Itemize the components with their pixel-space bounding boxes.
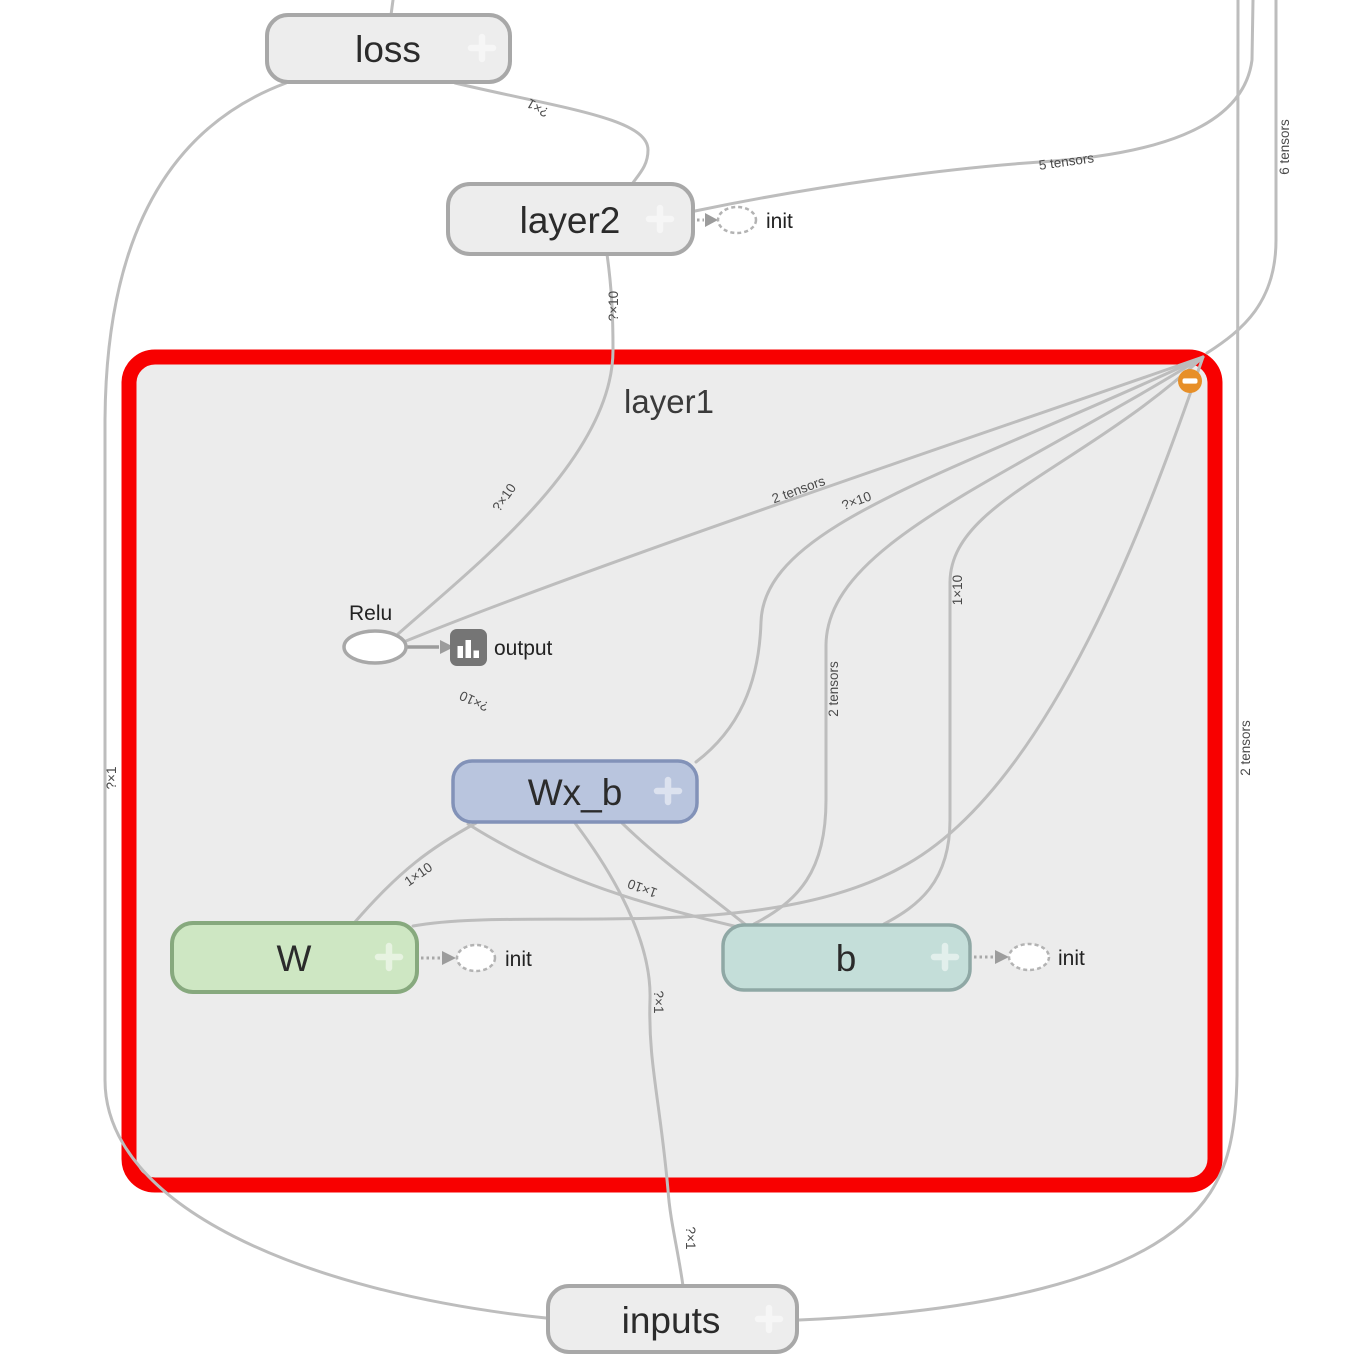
edge-label-6tensors: 6 tensors <box>1277 119 1292 175</box>
expand-plus-icon <box>930 942 960 972</box>
w-init[interactable]: init <box>421 943 532 973</box>
node-layer2-label: layer2 <box>520 200 621 241</box>
expand-plus-icon <box>653 776 683 806</box>
init-arrowhead-icon <box>995 950 1009 964</box>
init-label: init <box>505 948 532 971</box>
edge-fan-corner-b-top <box>882 355 1205 926</box>
node-layer2[interactable]: layer2 <box>446 182 695 256</box>
edge-layer2-relu <box>396 252 615 636</box>
node-wxb[interactable]: Wx_b <box>451 759 699 824</box>
expand-plus-icon <box>645 204 675 234</box>
node-w-label: W <box>277 938 312 979</box>
init-label: init <box>766 210 793 233</box>
edge-label-2tensors-right: 2 tensors <box>1238 720 1253 776</box>
relu-output-arrowhead-icon <box>440 640 454 654</box>
node-inputs-label: inputs <box>622 1300 721 1341</box>
edge-label-qx10-top: ?×10 <box>606 291 621 321</box>
node-relu-label: Relu <box>349 602 392 625</box>
node-wxb-label: Wx_b <box>528 772 623 813</box>
output-label: output <box>494 637 553 660</box>
edge-label-qx1-inputs-inner: ?×1 <box>651 991 666 1014</box>
edge-loss-layer2 <box>453 81 650 186</box>
edge-6tensors-corner <box>1205 0 1278 355</box>
collapse-minus-icon[interactable] <box>1178 369 1202 393</box>
node-b-label: b <box>836 938 857 979</box>
edge-inputs-wxb <box>573 821 685 1288</box>
node-b[interactable]: b <box>721 923 972 992</box>
edge-fan-corner-w <box>411 355 1205 928</box>
edge-right-2tensors-inputs <box>797 0 1240 1322</box>
edge-label-qx1-inputs-outer: ?×1 <box>683 1227 698 1250</box>
edge-w-wxb <box>353 821 478 924</box>
edge-label-2tensors-inner: 2 tensors <box>826 661 841 717</box>
node-w[interactable]: W <box>170 921 419 994</box>
edge-fan-corner-wxb <box>694 355 1205 764</box>
edge-b-wxb <box>620 821 748 927</box>
layer2-init[interactable]: init <box>697 205 793 235</box>
node-loss-label: loss <box>355 29 421 70</box>
layer1-group-title: layer1 <box>624 383 714 420</box>
edge-label-1x10-right: 1×10 <box>950 575 965 605</box>
edge-cross-to-b <box>466 822 740 929</box>
edge-label-5tensors: 5 tensors <box>1038 150 1095 173</box>
node-inputs[interactable]: inputs <box>546 1284 799 1354</box>
init-ellipse[interactable] <box>455 943 497 973</box>
edge-fan-corner-b-left <box>752 355 1205 926</box>
node-relu[interactable]: Relu <box>342 602 408 665</box>
edge-loss-left-inputs <box>103 81 548 1320</box>
init-ellipse[interactable] <box>716 205 758 235</box>
edge-label-qx1-left: ?×1 <box>104 767 119 790</box>
edge-fan-corner-relu <box>404 355 1205 643</box>
init-label: init <box>1058 947 1085 970</box>
expand-plus-icon <box>374 942 404 972</box>
init-arrowhead-icon <box>442 951 456 965</box>
edge-loss-up <box>389 0 395 17</box>
expand-plus-icon <box>754 1304 784 1334</box>
expand-plus-icon <box>467 33 497 63</box>
node-loss[interactable]: loss <box>265 13 512 84</box>
b-init[interactable]: init <box>974 942 1085 972</box>
output-summary[interactable]: output <box>450 629 553 666</box>
init-arrowhead-icon <box>705 213 718 227</box>
edge-layer2-5tensors <box>693 0 1255 213</box>
init-ellipse[interactable] <box>1007 942 1051 972</box>
